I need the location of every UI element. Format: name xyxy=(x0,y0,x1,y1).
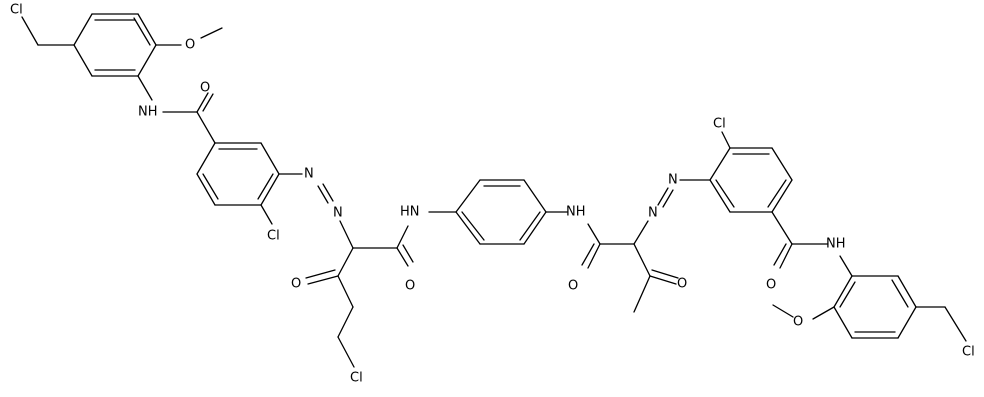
bond xyxy=(133,17,151,46)
bond xyxy=(709,179,731,213)
bond xyxy=(402,244,414,263)
bond xyxy=(317,185,329,204)
bond xyxy=(196,92,209,113)
bond xyxy=(839,255,853,277)
bond xyxy=(337,336,355,368)
bond xyxy=(715,179,735,208)
bond xyxy=(779,243,793,269)
bond xyxy=(771,147,793,181)
bond xyxy=(455,179,481,213)
bond xyxy=(260,142,280,175)
bond xyxy=(137,44,157,77)
bond xyxy=(897,306,917,339)
amine-atom-label: NH xyxy=(566,205,586,220)
amine-atom-label: HN xyxy=(400,205,420,220)
bond xyxy=(523,211,547,245)
bond xyxy=(307,275,339,285)
oxygen-atom-label: O xyxy=(291,277,301,292)
bond xyxy=(396,225,409,249)
bond xyxy=(396,247,409,267)
bond xyxy=(773,243,787,266)
bond xyxy=(771,179,793,213)
bond xyxy=(73,13,93,46)
bond xyxy=(200,27,223,39)
bond xyxy=(812,306,835,320)
bond xyxy=(337,247,354,277)
bond xyxy=(322,183,334,202)
chlorine-atom-label: Cl xyxy=(962,345,975,360)
bond xyxy=(633,220,649,245)
bond xyxy=(581,243,595,266)
bond xyxy=(21,16,39,46)
bond xyxy=(260,204,273,225)
oxygen-atom-label: O xyxy=(405,279,415,294)
bond xyxy=(337,306,354,338)
bond xyxy=(196,173,216,206)
bond xyxy=(891,279,909,308)
atom-labels: Cl O O NH N N Cl O O HN Cl NH O N N O Cl… xyxy=(10,3,975,386)
bond xyxy=(523,179,547,213)
bond xyxy=(260,173,280,206)
bond xyxy=(657,187,669,206)
bond xyxy=(944,306,967,342)
bond xyxy=(337,275,354,308)
bond xyxy=(662,189,674,208)
bond xyxy=(73,44,93,77)
bond xyxy=(839,281,856,308)
bond xyxy=(767,179,787,208)
nitrogen-atom-label: N xyxy=(304,167,314,182)
bond xyxy=(721,131,731,149)
oxygen-atom-label: O xyxy=(200,81,210,96)
nitrogen-atom-label: N xyxy=(668,173,678,188)
bond xyxy=(305,269,336,279)
bond xyxy=(651,269,679,279)
bond xyxy=(196,111,216,144)
oxygen-atom-label: O xyxy=(568,279,578,294)
amine-atom-label: NH xyxy=(138,105,158,120)
bond xyxy=(897,275,917,308)
bond xyxy=(455,211,481,245)
bond xyxy=(587,223,601,245)
chlorine-atom-label: Cl xyxy=(267,229,280,244)
bond xyxy=(833,306,853,339)
bond xyxy=(202,173,219,200)
oxygen-atom-label: O xyxy=(766,278,776,293)
bond xyxy=(772,304,794,318)
bond xyxy=(587,243,601,269)
bond xyxy=(649,275,677,285)
amine-atom-label: NH xyxy=(826,237,846,252)
bond xyxy=(833,275,853,308)
oxygen-atom-label: O xyxy=(793,315,803,330)
bond xyxy=(137,75,153,101)
bond xyxy=(709,147,731,181)
bond xyxy=(257,173,274,200)
bond xyxy=(519,211,541,241)
nitrogen-atom-label: N xyxy=(648,206,658,221)
bond xyxy=(633,243,651,277)
bond xyxy=(633,275,651,313)
bond xyxy=(339,220,354,249)
nitrogen-atom-label: N xyxy=(333,206,343,221)
bond xyxy=(196,142,216,175)
bond xyxy=(461,211,485,241)
bond xyxy=(771,211,793,245)
oxygen-atom-label: O xyxy=(677,277,687,292)
bond xyxy=(137,13,157,46)
chlorine-atom-label: Cl xyxy=(10,3,23,18)
bonds xyxy=(21,13,967,368)
bond xyxy=(202,93,214,112)
oxygen-atom-label: O xyxy=(185,38,195,53)
chlorine-atom-label: Cl xyxy=(350,371,363,386)
chlorine-atom-label: Cl xyxy=(713,117,726,132)
